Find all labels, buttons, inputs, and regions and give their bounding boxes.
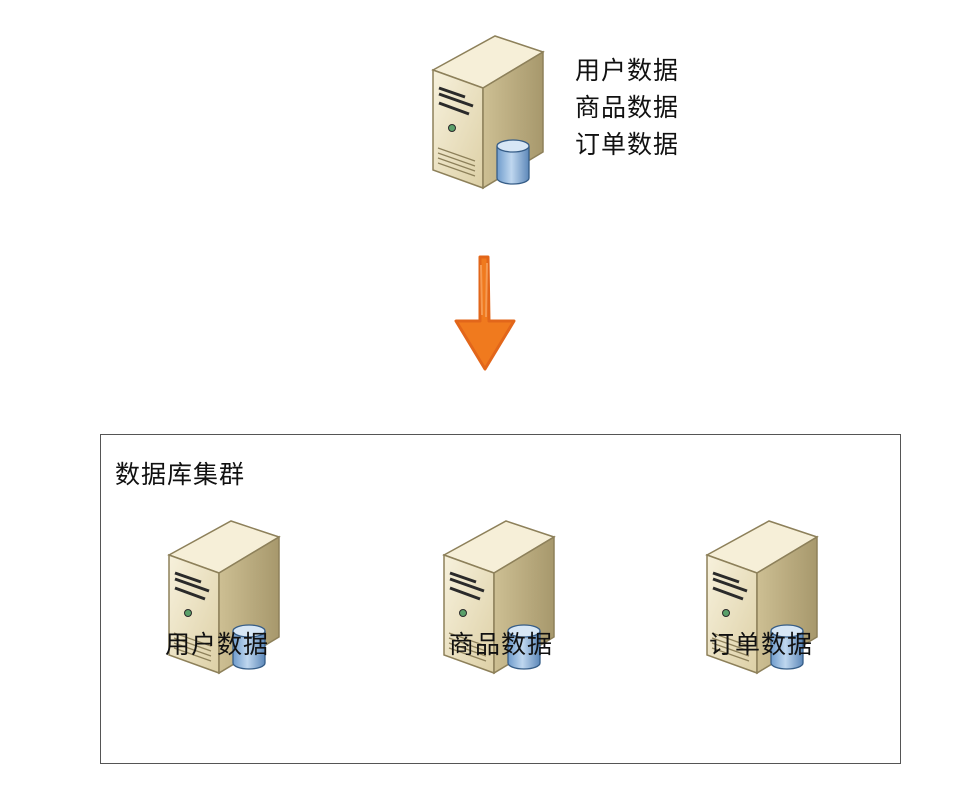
database-cluster: 数据库集群 用户数据 商品数据 订单数据: [100, 434, 901, 764]
source-database-server-icon: [425, 30, 555, 195]
source-label-product-data: 商品数据: [575, 93, 680, 122]
arrow-down-icon: [448, 255, 522, 377]
cluster-node-label-order: 订单数据: [708, 630, 813, 659]
cluster-title: 数据库集群: [115, 460, 246, 489]
cluster-node-label-user: 用户数据: [164, 630, 269, 659]
source-label-user-data: 用户数据: [575, 56, 680, 85]
cluster-node-label-product: 商品数据: [448, 630, 553, 659]
source-server-labels: 用户数据 商品数据 订单数据: [575, 52, 679, 163]
source-label-order-data: 订单数据: [575, 130, 680, 159]
